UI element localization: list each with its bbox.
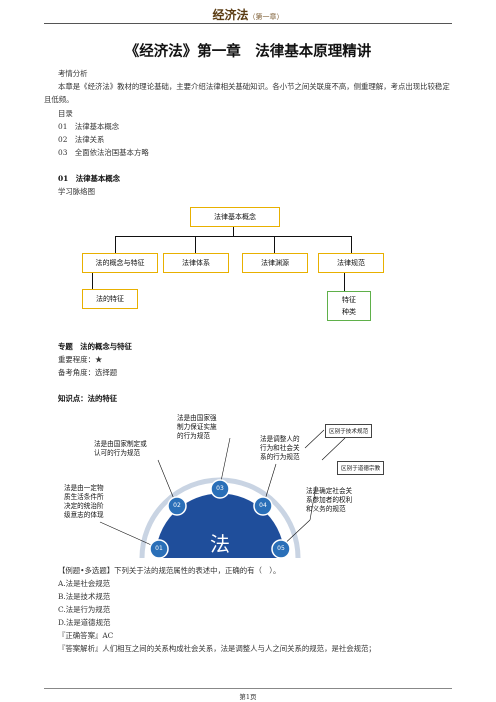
node-label: 02 (173, 502, 181, 509)
mindmap-node: 法律体系 (163, 253, 229, 273)
answer-line: 『正确答案』AC (58, 631, 114, 640)
node-circle (149, 539, 169, 559)
knowledge-heading: 知识点：法的特征 (58, 394, 118, 403)
toc-item[interactable]: 03 全面依法治国基本方略 (58, 146, 149, 159)
mindmap-leaf: 特征 种类 (327, 291, 371, 321)
feature-text-2: 法是由国家制定或认可的行为规范 (94, 440, 147, 457)
feature-text-4: 法是调整人的行为和社会关系的行为规范 (260, 435, 300, 461)
feature-text-1: 法是由一定物质生活条件所决定的统治阶级意志的体现 (64, 484, 104, 519)
option-c: C.法是行为规范 (58, 605, 111, 614)
header-divider (44, 23, 452, 24)
feature-text-3: 法是由国家强制力保证实施的行为规范 (177, 414, 217, 440)
section-title: 法律基本概念 (75, 174, 121, 183)
node-circle (167, 496, 187, 516)
toc-heading: 目录 (58, 109, 73, 118)
page-number: 第1页 (239, 693, 257, 701)
footer-divider (44, 688, 452, 689)
toc-item-num: 02 (58, 135, 68, 144)
option-b: B.法是技术规范 (58, 592, 111, 601)
mindmap-root: 法律基本概念 (190, 207, 280, 227)
toc-item-num: 01 (58, 122, 68, 131)
node-label: 04 (259, 502, 267, 509)
mindmap-leaf: 法的特征 (82, 289, 138, 309)
callout-tag: 区别于道德宗教 (337, 461, 385, 475)
mindmap-node: 法律渊源 (242, 253, 308, 273)
node-circle (210, 479, 230, 499)
header-title: 经济法 (212, 8, 249, 22)
toc-item[interactable]: 01 法律基本概念 (58, 120, 119, 133)
node-circle (271, 539, 291, 559)
importance-label: 重要程度： (58, 355, 95, 364)
option-d: D.法是道德规范 (58, 618, 111, 627)
toc-item-text: 全面依法治国基本方略 (74, 148, 149, 157)
toc-item-num: 03 (58, 148, 68, 157)
star-icon: ★ (94, 355, 103, 364)
question-stem: 【例题•多选题】下列关于法的规范属性的表述中，正确的有（ ）。 (58, 566, 281, 575)
importance-line: 重要程度：★ (58, 353, 102, 366)
node-label: 01 (155, 545, 163, 552)
toc-item[interactable]: 02 法律关系 (58, 133, 104, 146)
analysis-heading: 考情分析 (58, 69, 88, 78)
toc-item-text: 法律基本概念 (74, 122, 120, 131)
node-label: 05 (277, 545, 285, 552)
node-circle (253, 496, 273, 516)
running-header: 经济法（第一章） (0, 6, 496, 23)
option-a: A.法是社会规范 (58, 579, 111, 588)
section-subheading: 学习脉络图 (58, 187, 95, 196)
analysis-paragraph: 本章是《经济法》教材的理论基础，主要介绍法律相关基础知识。各小节之间关联度不高，… (44, 82, 450, 104)
section-num: 01 (58, 174, 69, 183)
exam-angle: 备考角度：选择题 (58, 368, 118, 377)
mindmap-node: 法的概念与特征 (82, 253, 158, 273)
callout-tag: 区别于技术规范 (325, 424, 373, 438)
feature-text-5: 法是确定社会关系参加者的权利和义务的规范 (306, 487, 353, 513)
explanation-line: 『答案解析』人们相互之间的关系构成社会关系，法是调整人与人之间关系的规范，是社会… (58, 644, 376, 653)
section-heading: 01 法律基本概念 (58, 172, 120, 185)
mindmap-node: 法律规范 (318, 253, 384, 273)
header-subtitle: （第一章） (248, 13, 284, 21)
center-law-glyph: 法 (210, 532, 230, 556)
toc-item-text: 法律关系 (74, 135, 105, 144)
document-title: 《经济法》第一章 法律基本原理精讲 (124, 43, 372, 60)
topic-heading: 专题 法的概念与特征 (58, 342, 132, 351)
node-label: 03 (216, 485, 224, 492)
